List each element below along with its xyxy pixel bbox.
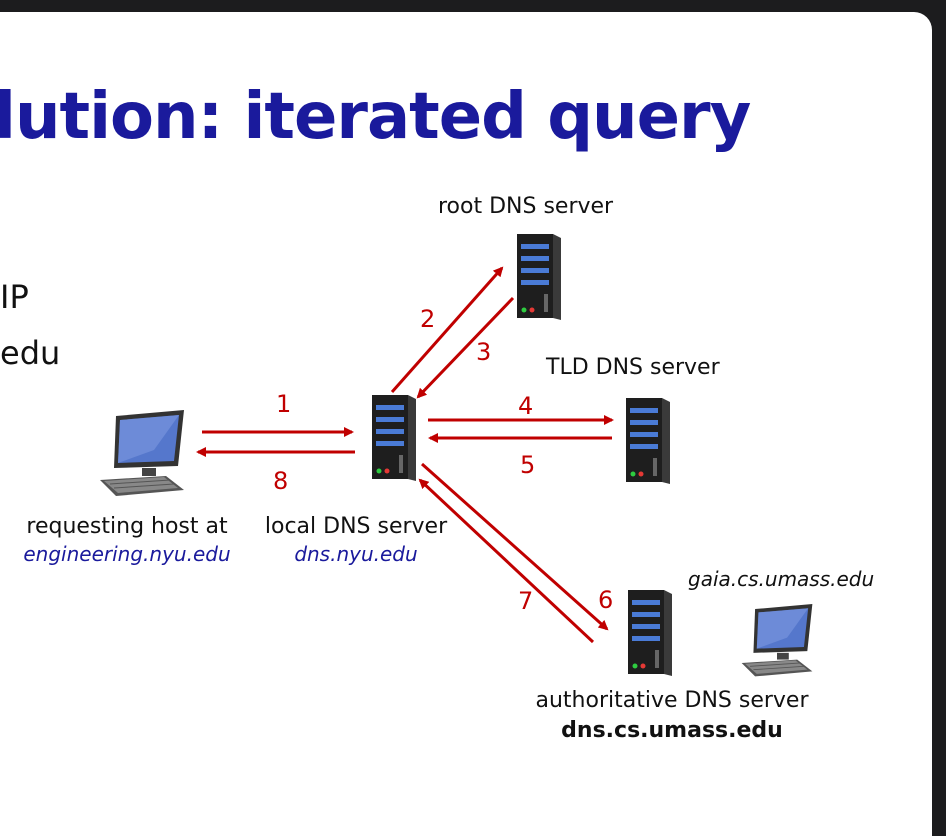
step-number-4: 4 [518,392,534,420]
local-dns-server-label: local DNS server [264,514,448,539]
root-dns-server-label: root DNS server [438,194,614,219]
gaia-host-domain: gaia.cs.umass.edu [688,567,875,591]
step-number-2: 2 [420,305,436,333]
arrow-3 [416,296,515,399]
arrows-layer [196,266,614,644]
step-number-1: 1 [276,390,292,418]
step-number-6: 6 [598,586,614,614]
step-number-8: 8 [273,467,289,495]
step-number-3: 3 [476,338,492,366]
authoritative-dns-server-domain: dns.cs.umass.edu [561,718,783,743]
side-text-line-1: IP [0,278,29,316]
local-dns-server-icon [372,395,416,481]
gaia-host-computer-icon [741,604,813,677]
authoritative-dns-server-label: authoritative DNS server [535,688,809,713]
local-dns-server-domain: dns.nyu.edu [294,542,418,566]
tld-dns-server-icon [626,398,670,484]
arrow-6 [421,462,609,631]
arrow-2 [390,266,504,393]
step-number-5: 5 [520,451,536,479]
slide: lution: iterated query IP edu 1 8 2 3 4 … [0,12,932,836]
arrow-7 [418,478,595,644]
tld-dns-server-label: TLD DNS server [546,355,720,380]
side-text-line-2: edu [0,334,61,372]
step-number-7: 7 [518,587,534,615]
authoritative-dns-server-icon [628,590,672,676]
requesting-host-domain: engineering.nyu.edu [23,542,231,566]
requesting-host-label: requesting host at [26,514,228,539]
requesting-host-computer-icon [100,410,184,496]
root-dns-server-icon [517,234,561,320]
slide-title: lution: iterated query [0,80,751,154]
